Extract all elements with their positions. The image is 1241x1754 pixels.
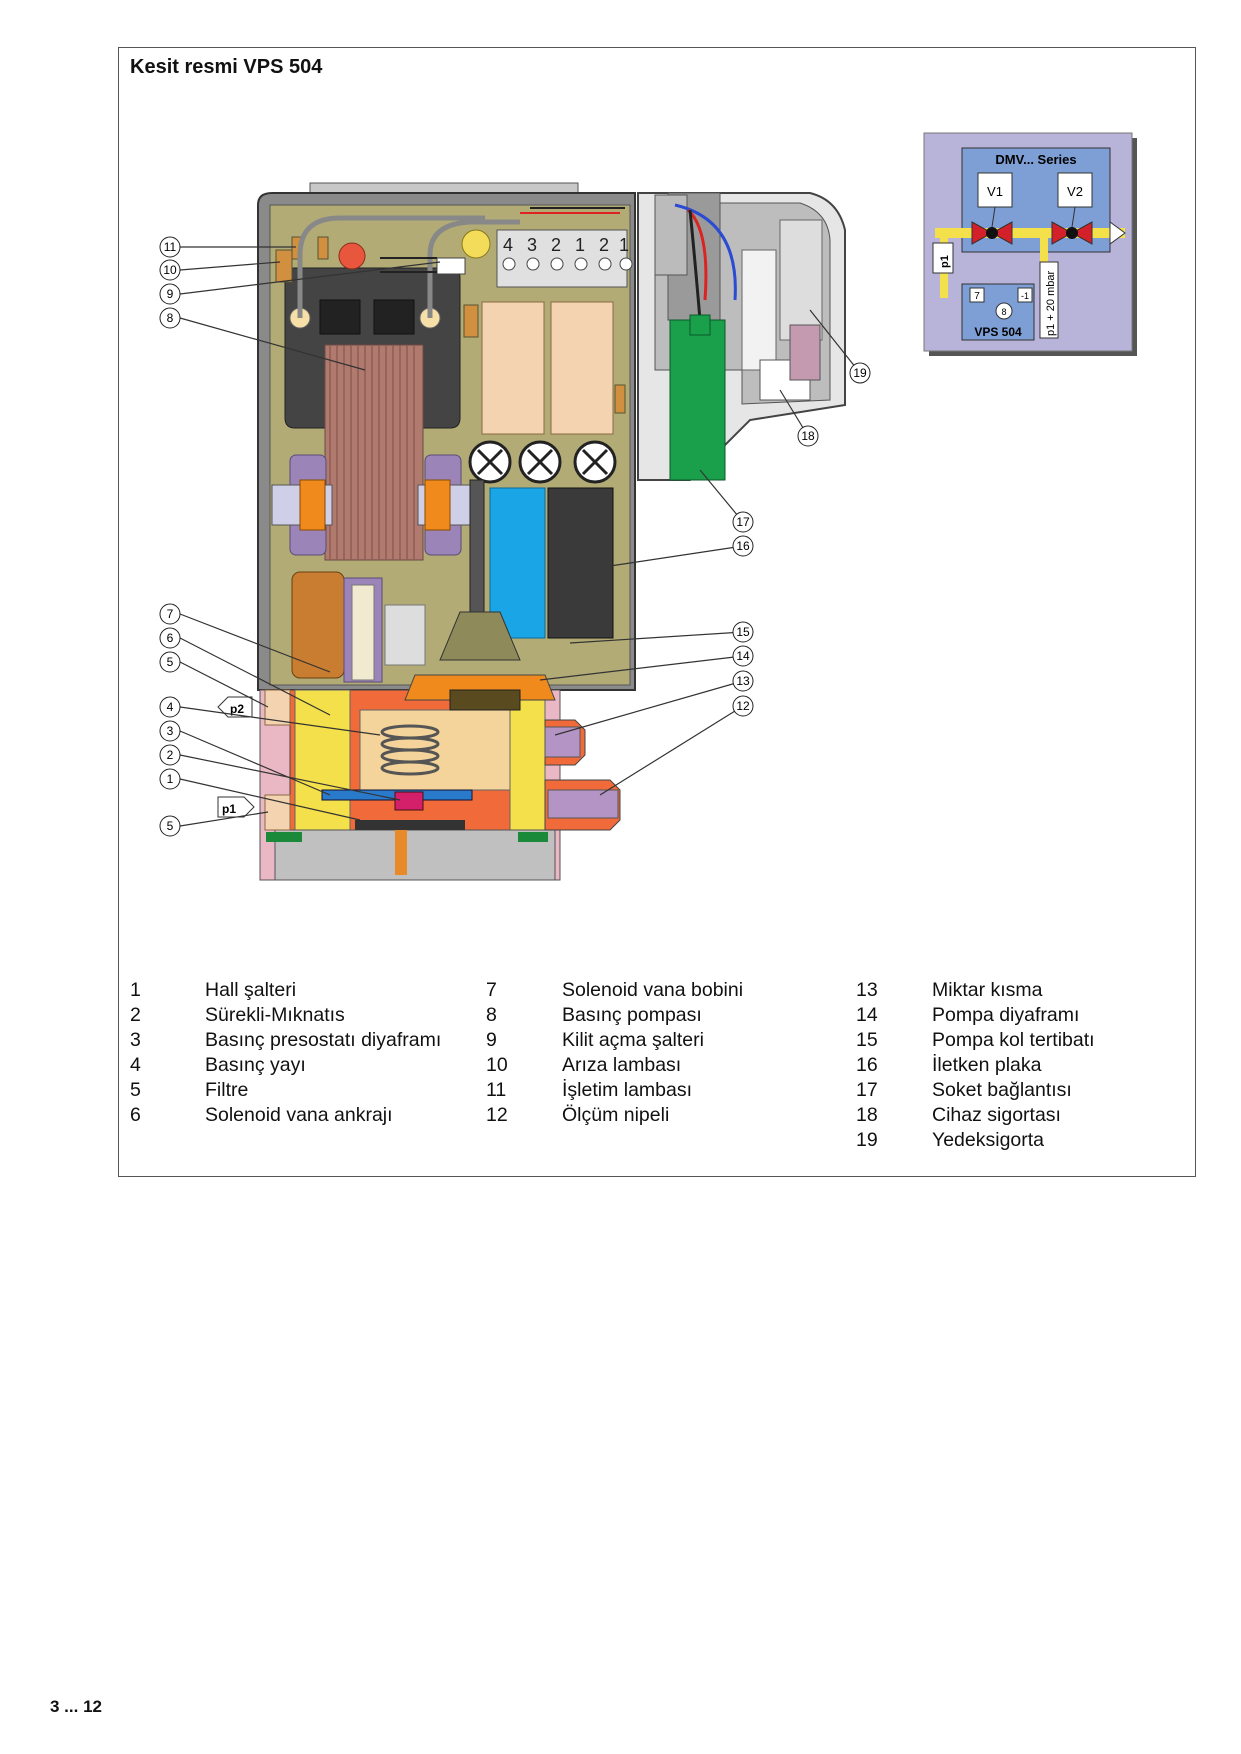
svg-text:19: 19 [853,366,867,380]
svg-text:3: 3 [167,724,174,738]
terminal-label-6: 1 [619,235,629,255]
callout-13: 13 [732,670,754,692]
callout-8: 8 [159,307,181,329]
svg-text:8: 8 [167,311,174,325]
callout-9: 9 [159,283,181,305]
inset-box-minus1: -1 [1021,291,1029,301]
svg-text:5: 5 [167,655,174,669]
svg-text:1: 1 [167,772,174,786]
p1-arrow: p1 [217,796,255,818]
callout-1: 1 [159,768,181,790]
inset-box8: 8 [1001,307,1006,317]
callout-5b: 5 [159,815,181,837]
terminal-label-4: 1 [575,235,585,255]
svg-text:17: 17 [736,515,750,529]
socket-area [654,192,821,481]
svg-text:10: 10 [163,263,177,277]
inset-v2-label: V2 [1067,184,1083,199]
circuit-board: 4 3 2 1 2 1 [269,204,633,686]
svg-text:16: 16 [736,539,750,553]
callout-16: 16 [732,535,754,557]
svg-text:p1: p1 [222,802,236,816]
callout-15: 15 [732,621,754,643]
callout-4: 4 [159,696,181,718]
terminal-label-3: 2 [551,235,561,255]
callout-12: 12 [732,695,754,717]
svg-text:18: 18 [801,429,815,443]
inset-v1-label: V1 [987,184,1003,199]
callout-3: 3 [159,720,181,742]
svg-text:14: 14 [736,649,750,663]
callout-5: 5 [159,651,181,673]
inset-box7: 7 [974,291,980,302]
callout-lines [179,246,861,827]
svg-text:6: 6 [167,631,174,645]
figure-frame [118,47,1196,1177]
callout-6: 6 [159,627,181,649]
callout-7: 7 [159,603,181,625]
p2-arrow: p2 [217,696,253,718]
terminal-label-5: 2 [599,235,609,255]
inset-device-label: VPS 504 [974,325,1022,339]
callout-11: 11 [159,236,181,258]
callout-18: 18 [797,425,819,447]
callout-2: 2 [159,744,181,766]
svg-text:13: 13 [736,674,750,688]
terminal-label-2: 3 [527,235,537,255]
page-number: 3 ... 12 [50,1697,102,1716]
valve-body [259,674,621,881]
svg-text:11: 11 [164,240,177,254]
svg-text:p2: p2 [230,702,244,716]
callout-14: 14 [732,645,754,667]
terminal-label-1: 4 [503,235,513,255]
callout-markers: 11 10 9 8 7 6 5 4 3 2 1 5 19 18 17 16 15… [159,236,871,837]
inset-series-label: DMV... Series [995,152,1076,167]
inset-p1-label: p1 [939,255,951,268]
svg-text:9: 9 [167,287,174,301]
svg-text:4: 4 [167,700,174,714]
callout-19: 19 [849,362,871,384]
callout-10: 10 [159,259,181,281]
dmv-inset: DMV... Series V1 V2 p1 p1 + 20 mbar 7 8 … [923,132,1137,356]
svg-text:7: 7 [167,607,174,621]
terminal-labels: 4 3 2 1 2 1 [503,235,629,255]
figure-title: Kesit resmi VPS 504 [130,56,323,78]
svg-text:2: 2 [167,748,174,762]
inset-p1-plus-label: p1 + 20 mbar [1045,271,1057,336]
svg-text:15: 15 [736,625,750,639]
callout-17: 17 [732,511,754,533]
svg-text:12: 12 [736,699,750,713]
svg-text:5: 5 [167,819,174,833]
